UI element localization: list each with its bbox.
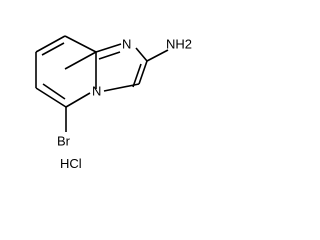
bond xyxy=(138,60,148,85)
double-bond xyxy=(98,51,121,60)
bond xyxy=(103,83,140,92)
bond xyxy=(95,43,122,53)
double-bond xyxy=(42,83,66,100)
bridge-nitrogen-label: N xyxy=(92,83,101,98)
bond xyxy=(35,35,66,53)
bond xyxy=(64,35,97,53)
chemical-structure: N N NH2 Br HCl xyxy=(35,35,192,171)
double-bond xyxy=(41,42,65,56)
bromo-label: Br xyxy=(57,133,71,148)
salt-label: HCl xyxy=(60,156,82,171)
double-bond xyxy=(132,63,142,88)
bond xyxy=(146,49,169,62)
amine-label: NH2 xyxy=(166,36,192,51)
bond xyxy=(35,87,67,108)
ring-nitrogen-label: N xyxy=(122,36,131,51)
bond xyxy=(135,47,148,62)
bond xyxy=(64,51,97,70)
bond xyxy=(65,92,91,108)
